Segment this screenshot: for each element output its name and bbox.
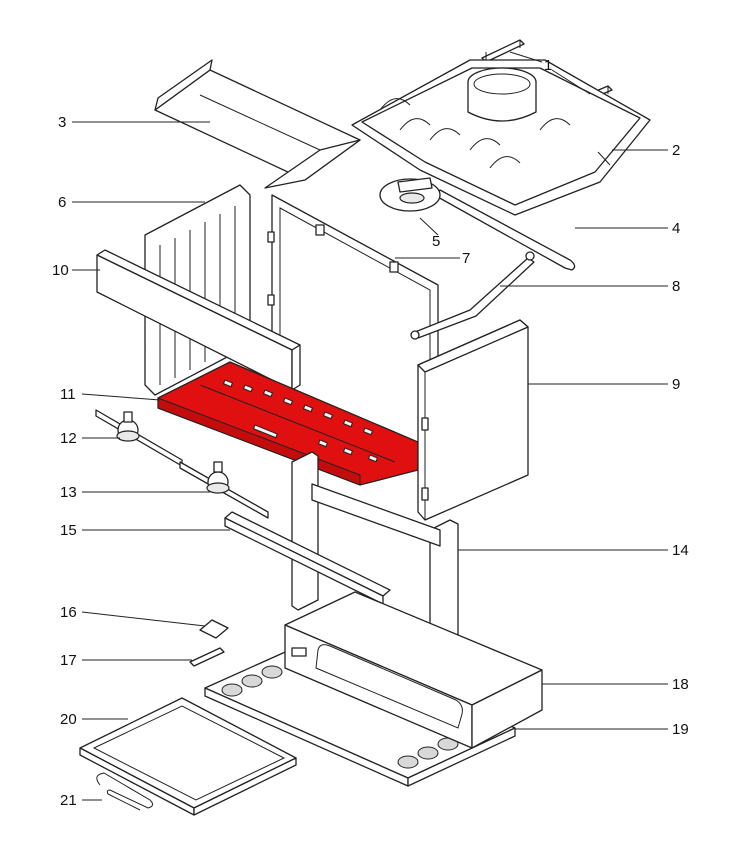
callout-20: 20 — [60, 711, 77, 728]
part-2-top-cover — [351, 59, 651, 216]
callout-3: 3 — [58, 114, 66, 131]
part-18-ash-box — [284, 591, 543, 749]
part-13-air-slide — [179, 461, 269, 519]
callout-4: 4 — [672, 220, 680, 237]
part-5-damper-disc — [379, 177, 441, 212]
callout-labels: 1 2 3 4 5 6 7 8 9 10 11 12 13 14 15 16 1… — [52, 57, 689, 809]
callout-9: 9 — [672, 376, 680, 393]
callout-12: 12 — [60, 430, 77, 447]
callout-15: 15 — [60, 522, 77, 539]
callout-1: 1 — [544, 57, 552, 74]
callout-17: 17 — [60, 652, 77, 669]
callout-10: 10 — [52, 262, 69, 279]
callout-18: 18 — [672, 676, 689, 693]
part-17-latch — [189, 647, 225, 667]
part-8-lever-handle — [410, 251, 535, 340]
callout-13: 13 — [60, 484, 77, 501]
callout-2: 2 — [672, 142, 680, 159]
part-12-air-slide — [95, 409, 183, 467]
callout-21: 21 — [60, 792, 77, 809]
callout-16: 16 — [60, 604, 77, 621]
part-9-right-side-panel — [417, 319, 529, 521]
part-21-wire-handle — [96, 772, 154, 811]
callout-19: 19 — [672, 721, 689, 738]
part-20-ash-pan — [79, 697, 297, 816]
part-19-base-plate — [204, 639, 516, 787]
part-15-cross-bar — [224, 511, 391, 605]
part-16-clip — [199, 619, 229, 639]
callout-6: 6 — [58, 194, 66, 211]
callout-14: 14 — [672, 542, 689, 559]
part-4-rod — [435, 189, 576, 271]
leader-lines — [72, 51, 668, 801]
part-3-baffle-plate — [154, 59, 361, 189]
callout-8: 8 — [672, 278, 680, 295]
callout-5: 5 — [432, 233, 440, 250]
callout-7: 7 — [462, 250, 470, 267]
callout-11: 11 — [60, 386, 76, 403]
